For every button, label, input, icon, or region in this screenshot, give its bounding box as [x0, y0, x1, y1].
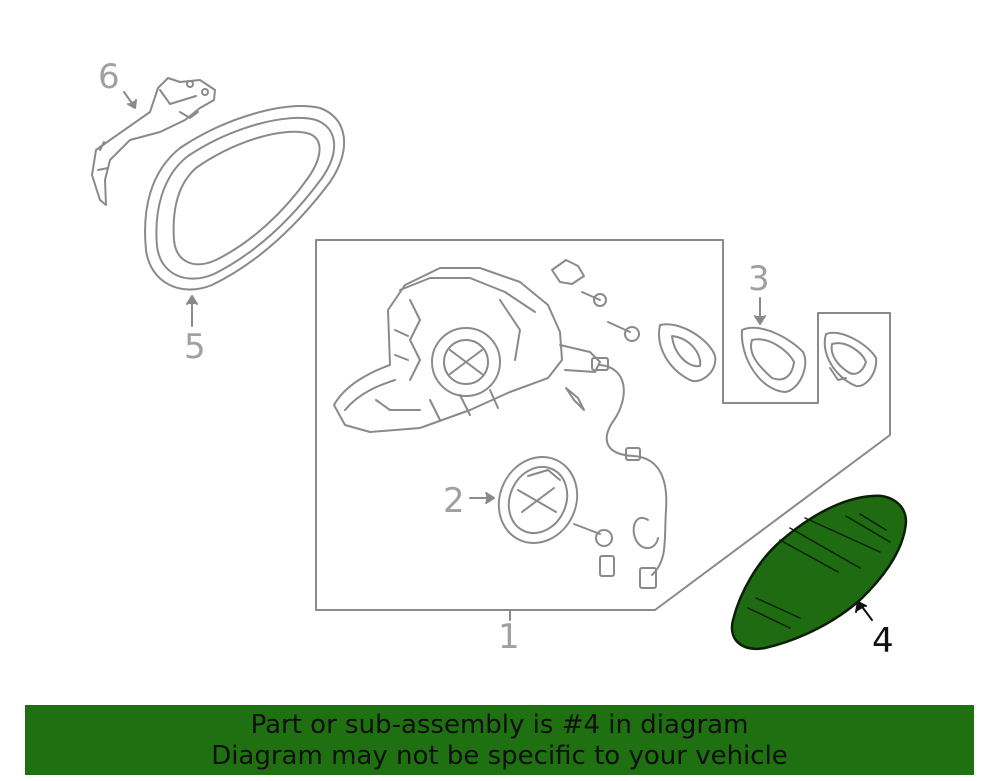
info-banner: Part or sub-assembly is #4 in diagram Di… [25, 705, 974, 775]
part-5-housing-cover [144, 105, 346, 291]
callout-2: 2 [443, 481, 465, 521]
banner-line-disclaimer: Diagram may not be specific to your vehi… [211, 741, 788, 771]
parts-diagram: 1 2 3 4 5 6 [91, 57, 908, 661]
part-3-lens [823, 331, 878, 388]
part-1-wiring-harness [565, 357, 668, 589]
part-1-gaskets [658, 323, 717, 383]
callout-4: 4 [872, 621, 894, 661]
part-6-bracket [91, 77, 216, 206]
callout-5: 5 [184, 327, 206, 367]
part-4-mirror-glass [730, 494, 908, 651]
part-1-fasteners [551, 259, 640, 547]
part-3-turn-signal [740, 326, 807, 393]
callout-1: 1 [498, 617, 520, 657]
part-2-actuator [497, 456, 579, 544]
callout-3: 3 [748, 259, 770, 299]
part-1-mirror-base [333, 267, 601, 433]
callout-6: 6 [98, 57, 120, 97]
banner-line-part: Part or sub-assembly is #4 in diagram [250, 710, 749, 740]
assembly-box-outline [315, 239, 891, 611]
